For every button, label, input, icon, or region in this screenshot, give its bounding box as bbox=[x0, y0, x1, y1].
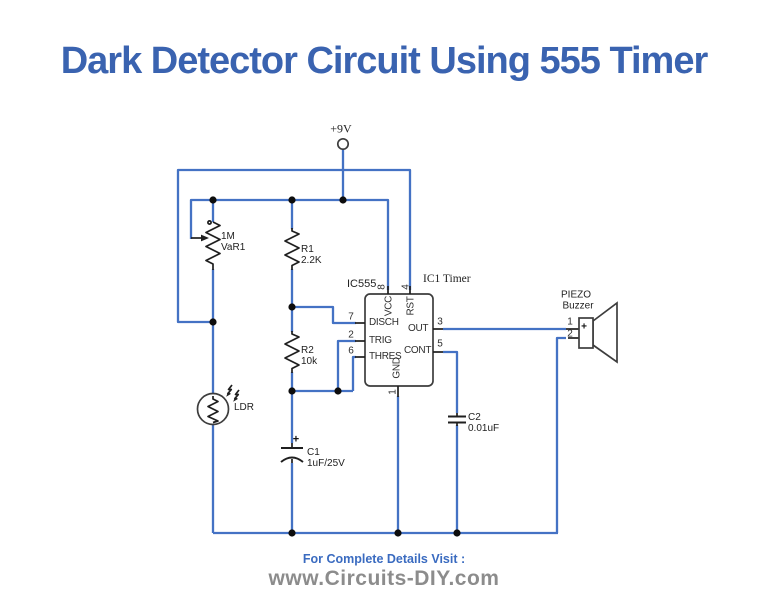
ic-pinnum-2: 2 bbox=[348, 329, 354, 341]
ic-title: IC1 Timer bbox=[423, 273, 471, 285]
wire-rst-net bbox=[176, 168, 412, 324]
buzzer-type: Buzzer bbox=[562, 300, 594, 312]
ic-pinnum-6: 6 bbox=[348, 345, 354, 357]
var1-ref: VaR1 bbox=[221, 242, 246, 253]
footer-visit-text: For Complete Details Visit : bbox=[302, 552, 466, 566]
capacitor-c1-symbol bbox=[280, 443, 304, 463]
ic-pin-out: OUT bbox=[408, 323, 429, 334]
c1-value: 1uF/25V bbox=[307, 458, 345, 469]
resistor-r2-symbol bbox=[284, 331, 300, 373]
potentiometer-var1-symbol bbox=[191, 220, 221, 270]
page-title: Dark Detector Circuit Using 555 Timer bbox=[60, 40, 709, 82]
c2-value: 0.01uF bbox=[468, 423, 500, 434]
ic-name: IC555 bbox=[347, 278, 377, 290]
r2-value: 10k bbox=[301, 356, 318, 367]
ic-pin-vcc: VCC bbox=[383, 295, 395, 317]
ic-pin-trig: TRIG bbox=[369, 335, 392, 346]
wire-ground-bus bbox=[213, 396, 558, 535]
ic555-body bbox=[355, 286, 443, 397]
power-terminal-icon bbox=[336, 137, 350, 151]
wire-disch bbox=[292, 305, 356, 325]
ic-pinnum-5: 5 bbox=[437, 338, 443, 350]
c2-ref: C2 bbox=[468, 412, 481, 423]
buzzer-pin1: 1 bbox=[567, 316, 573, 328]
piezo-buzzer-symbol bbox=[566, 301, 618, 364]
ic-pin-disch: DISCH bbox=[369, 317, 399, 328]
r1-ref: R1 bbox=[301, 244, 314, 255]
r1-value: 2.2K bbox=[301, 255, 322, 266]
wire-cont-c2 bbox=[443, 350, 459, 533]
r2-ref: R2 bbox=[301, 345, 314, 356]
ic-pinnum-1: 1 bbox=[387, 389, 399, 395]
wire-buzzer-return bbox=[555, 336, 566, 533]
ic-pinnum-8: 8 bbox=[376, 284, 388, 290]
ic-pinnum-4: 4 bbox=[400, 284, 412, 290]
footer-website: www.Circuits-DIY.com bbox=[268, 567, 500, 590]
ldr-symbol bbox=[196, 384, 240, 426]
junction-dots bbox=[209, 196, 461, 537]
resistor-r1-symbol bbox=[284, 228, 300, 270]
buzzer-pin2: 2 bbox=[567, 328, 573, 340]
c1-polarity: + bbox=[292, 433, 300, 446]
ic-pin-rst: RST bbox=[405, 296, 417, 316]
buzzer-polarity: + bbox=[581, 321, 587, 333]
buzzer-name: PIEZO bbox=[560, 289, 592, 301]
ldr-label: LDR bbox=[234, 402, 255, 413]
ic-pinnum-7: 7 bbox=[348, 311, 354, 323]
ic-pin-gnd: GND bbox=[391, 357, 403, 379]
c1-ref: C1 bbox=[307, 447, 320, 458]
ic-pin-thres: THRES bbox=[369, 351, 402, 362]
ic-pinnum-3: 3 bbox=[437, 316, 443, 328]
var1-value: 1M bbox=[221, 231, 235, 242]
power-label: +9V bbox=[330, 121, 352, 136]
capacitor-c2-symbol bbox=[448, 413, 466, 426]
ic-pin-cont: CONT bbox=[404, 345, 432, 356]
